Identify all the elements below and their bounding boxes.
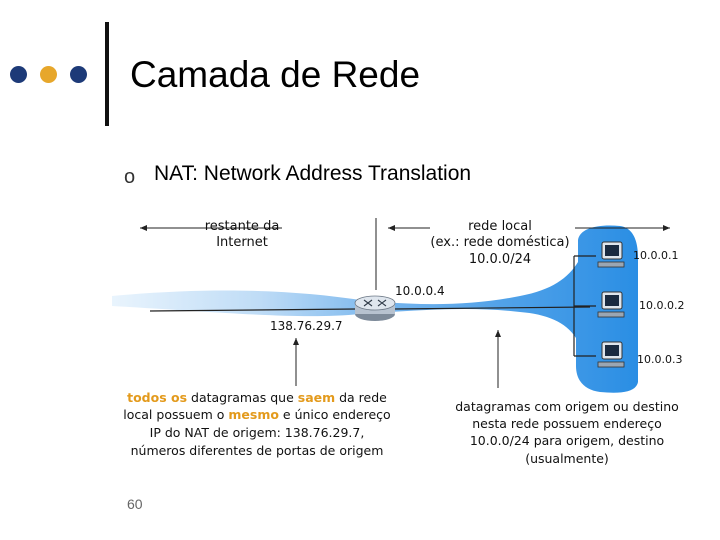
right-note-line: (usualmente) xyxy=(525,451,609,466)
note-segment: datagramas que xyxy=(187,390,298,405)
computer-icon xyxy=(597,341,625,368)
title-divider xyxy=(105,22,109,126)
host-ip: 10.0.0.1 xyxy=(633,249,678,262)
router-icon xyxy=(354,295,396,321)
bullet-icon: o xyxy=(124,166,136,188)
host-ip: 10.0.0.2 xyxy=(639,299,684,312)
computer-icon xyxy=(597,241,625,268)
router-outside-ip: 138.76.29.7 xyxy=(270,319,343,333)
note-segment: da rede xyxy=(335,390,387,405)
note-segment: local possuem o xyxy=(123,407,228,422)
note-segment: todos os xyxy=(127,390,187,405)
decoration-dot xyxy=(40,66,57,83)
note-segment: e único endereço xyxy=(279,407,391,422)
left-region-label: restante da xyxy=(205,219,280,234)
left-region-label: Internet xyxy=(216,235,268,250)
right-note-line: datagramas com origem ou destino xyxy=(455,399,679,414)
slide-title: Camada de Rede xyxy=(130,54,421,95)
title-decoration xyxy=(10,66,100,84)
host-computer-2: 10.0.0.2 xyxy=(597,291,684,318)
computer-icon xyxy=(597,291,625,318)
wan-link xyxy=(149,308,357,312)
page-number: 60 xyxy=(127,496,143,512)
note-segment: mesmo xyxy=(228,407,279,422)
decoration-dot xyxy=(70,66,87,83)
right-region-label: 10.0.0/24 xyxy=(469,252,531,267)
right-note-line: 10.0.0/24 para origem, destino xyxy=(470,433,664,448)
lan-link xyxy=(393,306,591,310)
left-note-line: IP do NAT de origem: 138.76.29.7, xyxy=(150,425,365,440)
bullet-text: NAT: Network Address Translation xyxy=(154,162,472,185)
left-note-line: números diferentes de portas de origem xyxy=(131,443,384,458)
router-inside-ip: 10.0.0.4 xyxy=(395,284,445,298)
note-segment: saem xyxy=(298,390,335,405)
left-note-line: local possuem o mesmo e único endereço xyxy=(123,407,390,422)
left-note-line: todos os datagramas que saem da rede xyxy=(127,390,387,405)
right-region-label: rede local xyxy=(468,219,532,234)
decoration-dot xyxy=(10,66,27,83)
host-computer-3: 10.0.0.3 xyxy=(597,341,682,368)
host-computer-1: 10.0.0.1 xyxy=(597,241,678,268)
host-ip: 10.0.0.3 xyxy=(637,353,682,366)
right-region-label: (ex.: rede doméstica) xyxy=(430,235,569,250)
right-note-line: nesta rede possuem endereço xyxy=(472,416,662,431)
